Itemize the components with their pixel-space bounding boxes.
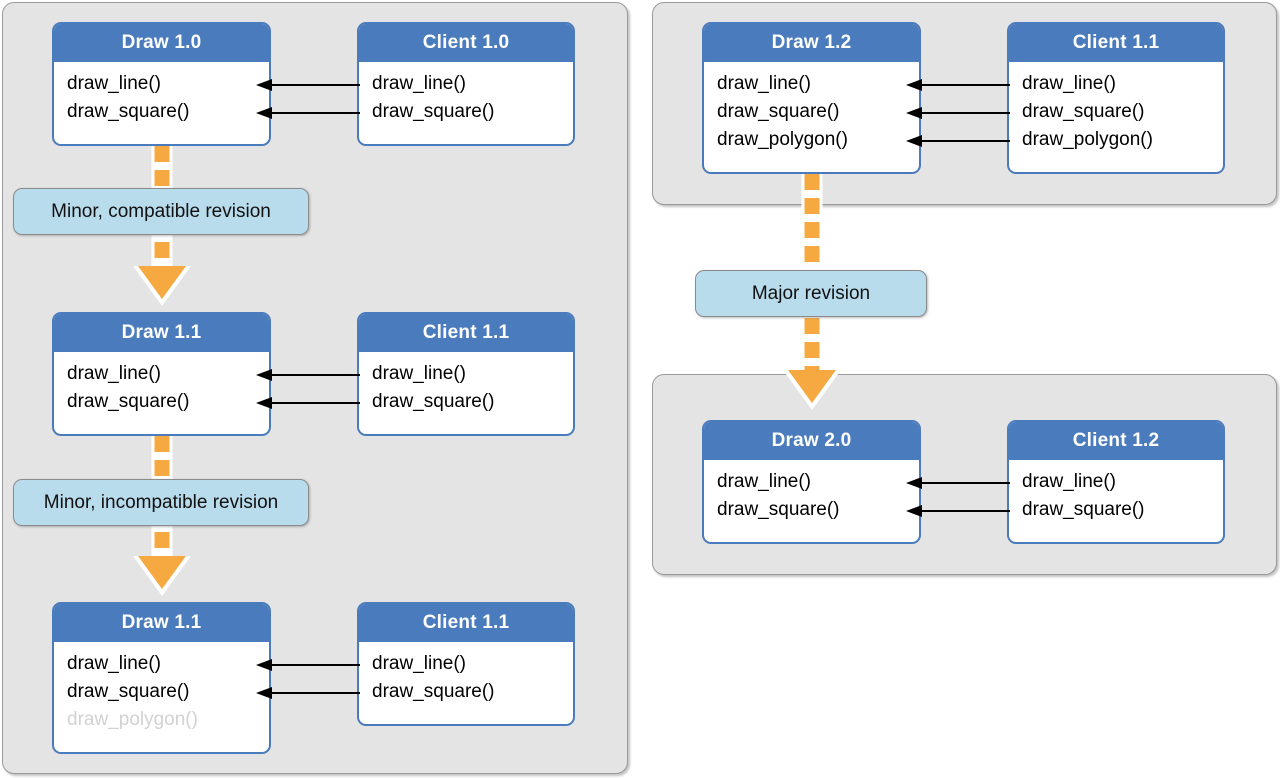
class-box-library-draw-1-1-a[interactable]: Draw 1.1 draw_line() draw_square(): [52, 312, 271, 436]
member-item-disabled: draw_polygon(): [67, 709, 198, 730]
member-item: draw_square(): [372, 681, 495, 702]
class-box-library-draw-1-0[interactable]: Draw 1.0 draw_line() draw_square(): [52, 22, 271, 146]
member-item: draw_polygon(): [1022, 129, 1153, 150]
member-item: draw_square(): [1022, 101, 1145, 122]
member-item: draw_square(): [67, 391, 190, 412]
class-box-title: Draw 2.0: [704, 422, 919, 460]
class-box-library-draw-2-0[interactable]: Draw 2.0 draw_line() draw_square(): [702, 420, 921, 544]
class-box-title: Client 1.1: [359, 314, 573, 352]
class-box-title: Draw 1.1: [54, 314, 269, 352]
class-box-members: draw_line() draw_square() draw_polygon(): [1009, 62, 1223, 162]
revision-label-text: Minor, compatible revision: [51, 200, 271, 222]
member-item: draw_line(): [372, 653, 466, 674]
class-box-client-1-1-c[interactable]: Client 1.1 draw_line() draw_square() dra…: [1007, 22, 1225, 174]
revision-label-major: Major revision: [695, 270, 927, 317]
member-item: draw_square(): [717, 499, 840, 520]
revision-label-text: Major revision: [751, 282, 871, 304]
member-item: draw_square(): [67, 101, 190, 122]
class-box-client-1-1-a[interactable]: Client 1.1 draw_line() draw_square(): [357, 312, 575, 436]
class-box-title: Client 1.0: [359, 24, 573, 62]
revision-label-text: Minor, incompatible revision: [43, 491, 279, 513]
class-box-title: Draw 1.1: [54, 604, 269, 642]
class-box-members: draw_line() draw_square() draw_polygon(): [54, 642, 269, 742]
class-box-library-draw-1-1-b[interactable]: Draw 1.1 draw_line() draw_square() draw_…: [52, 602, 271, 754]
member-item: draw_polygon(): [717, 129, 848, 150]
class-box-members: draw_line() draw_square(): [359, 352, 573, 424]
member-item: draw_square(): [717, 101, 840, 122]
class-box-title: Draw 1.0: [54, 24, 269, 62]
member-item: draw_line(): [67, 73, 161, 94]
class-box-members: draw_line() draw_square() draw_polygon(): [704, 62, 919, 162]
revision-label-minor-compatible: Minor, compatible revision: [13, 188, 309, 235]
class-box-title: Client 1.1: [359, 604, 573, 642]
class-box-client-1-1-b[interactable]: Client 1.1 draw_line() draw_square(): [357, 602, 575, 726]
class-box-library-draw-1-2[interactable]: Draw 1.2 draw_line() draw_square() draw_…: [702, 22, 921, 174]
class-box-members: draw_line() draw_square(): [54, 352, 269, 424]
class-box-client-1-2[interactable]: Client 1.2 draw_line() draw_square(): [1007, 420, 1225, 544]
class-box-members: draw_line() draw_square(): [359, 642, 573, 714]
member-item: draw_line(): [67, 653, 161, 674]
class-box-members: draw_line() draw_square(): [1009, 460, 1223, 532]
class-box-members: draw_line() draw_square(): [359, 62, 573, 134]
member-item: draw_line(): [372, 73, 466, 94]
member-item: draw_line(): [372, 363, 466, 384]
member-item: draw_line(): [717, 471, 811, 492]
class-box-title: Client 1.1: [1009, 24, 1223, 62]
member-item: draw_square(): [372, 391, 495, 412]
class-box-client-1-0[interactable]: Client 1.0 draw_line() draw_square(): [357, 22, 575, 146]
member-item: draw_line(): [717, 73, 811, 94]
member-item: draw_line(): [1022, 471, 1116, 492]
member-item: draw_square(): [372, 101, 495, 122]
class-box-title: Draw 1.2: [704, 24, 919, 62]
class-box-members: draw_line() draw_square(): [54, 62, 269, 134]
revision-label-minor-incompatible: Minor, incompatible revision: [13, 479, 309, 526]
member-item: draw_square(): [67, 681, 190, 702]
class-box-title: Client 1.2: [1009, 422, 1223, 460]
member-item: draw_line(): [67, 363, 161, 384]
member-item: draw_square(): [1022, 499, 1145, 520]
class-box-members: draw_line() draw_square(): [704, 460, 919, 532]
member-item: draw_line(): [1022, 73, 1116, 94]
